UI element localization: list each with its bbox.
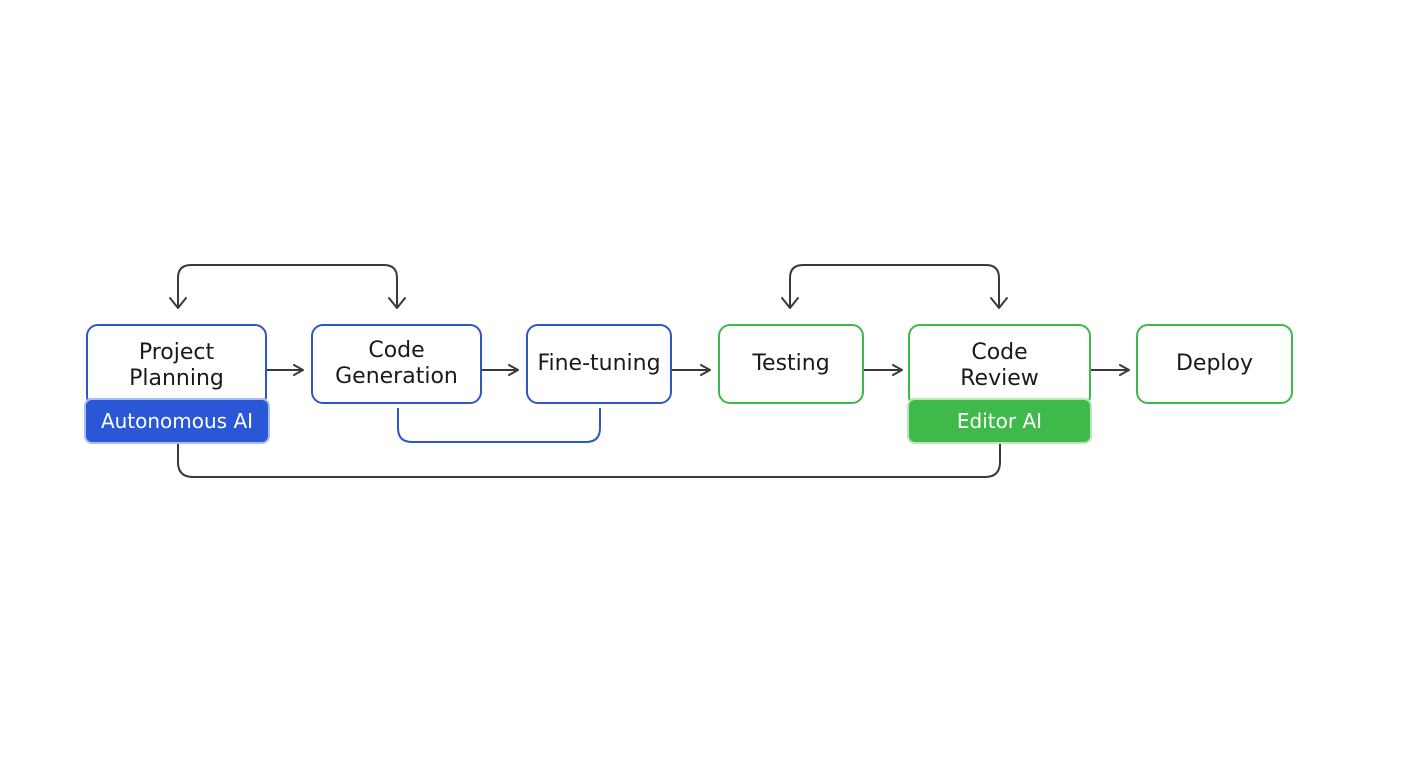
arrowhead-down-planning (169, 297, 187, 309)
loop-top-planning-generation (177, 264, 398, 307)
stage-testing[interactable]: Testing (718, 324, 864, 404)
stage-code-generation[interactable]: Code Generation (311, 324, 482, 404)
stage-code-review[interactable]: Code Review (908, 324, 1091, 408)
loop-bottom-planning-review (177, 444, 1001, 478)
arrowhead-down-generation (388, 297, 406, 309)
stage-deploy[interactable]: Deploy (1136, 324, 1293, 404)
arrowhead-down-review (990, 297, 1008, 309)
loop-top-testing-review (789, 264, 1000, 307)
badge-editor-ai: Editor AI (907, 398, 1092, 444)
stage-fine-tuning[interactable]: Fine-tuning (526, 324, 672, 404)
stage-project-planning[interactable]: Project Planning (86, 324, 267, 408)
loop-bottom-generation-finetuning (397, 408, 601, 443)
arrowhead-down-testing (781, 297, 799, 309)
badge-autonomous-ai: Autonomous AI (84, 398, 270, 444)
